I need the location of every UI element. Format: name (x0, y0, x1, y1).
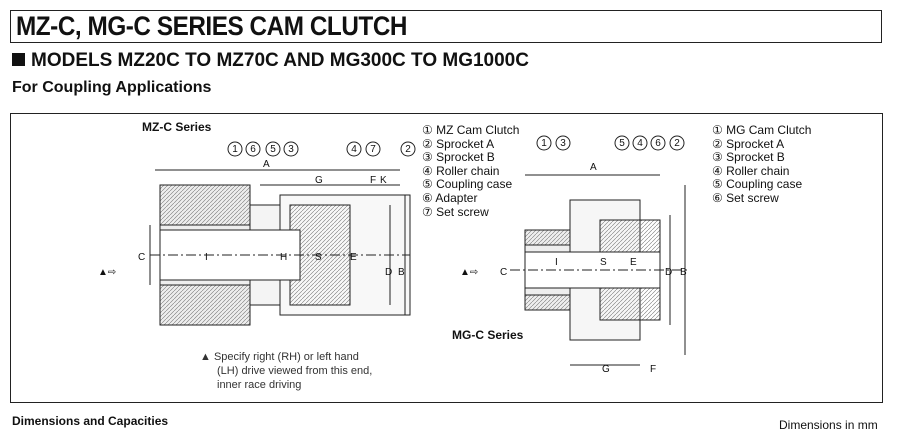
callout: 3 (560, 138, 566, 149)
callout: 2 (405, 144, 411, 155)
dim-label: I (555, 257, 558, 268)
legend-item: ④ Roller chain (712, 163, 790, 178)
dim-label: E (350, 252, 357, 263)
dim-label: B (398, 267, 405, 278)
drive-triangle-icon: ▲⇨ (98, 267, 116, 278)
dim-label: H (280, 252, 287, 263)
note-line: Specify right (RH) or left hand (213, 351, 359, 363)
dim-label: K (380, 175, 387, 186)
callout: 7 (370, 144, 376, 155)
legend-item: ⑤ Coupling case (712, 177, 803, 192)
dim-label: D (665, 267, 672, 278)
dim-label: D (385, 267, 392, 278)
legend-item: ⑥ Set screw (712, 190, 779, 205)
dim-label: S (600, 257, 607, 268)
units-note: Dimensions in mm (779, 418, 878, 432)
legend-item: ③ Sprocket B (712, 150, 785, 165)
mz-series-label: MZ-C Series (142, 120, 212, 134)
dim-label: G (602, 364, 610, 375)
legend-item: ⑤ Coupling case (422, 177, 513, 192)
callout: 5 (619, 138, 625, 149)
dim-label: C (138, 252, 145, 263)
legend-item: ② Sprocket A (712, 136, 785, 151)
mg-legend: ① MG Cam Clutch ② Sprocket A ③ Sprocket … (712, 123, 812, 206)
dim-label: I (205, 252, 208, 263)
callout: 4 (637, 138, 643, 149)
dim-label: E (630, 257, 637, 268)
dim-label: S (315, 252, 322, 263)
dim-label: F (370, 175, 376, 186)
application-heading: For Coupling Applications (12, 79, 212, 96)
drawing-frame (10, 113, 883, 403)
square-bullet-icon (12, 53, 25, 66)
mz-legend: ① MZ Cam Clutch ② Sprocket A ③ Sprocket … (422, 123, 520, 219)
mz-c-drawing: A G F K I H S E C D B ▲⇨ 1 6 5 3 4 7 2 (98, 141, 416, 326)
dimensions-heading: Dimensions and Capacities (12, 414, 169, 428)
dim-label: G (315, 175, 323, 186)
title-box (10, 10, 882, 43)
section-heading: MODELS MZ20C TO MZ70C AND MG300C TO MG10… (12, 50, 529, 72)
drive-note: ▲ Specify right (RH) or left hand (LH) d… (200, 350, 372, 392)
callout: 1 (541, 138, 547, 149)
legend-item: ① MG Cam Clutch (712, 123, 812, 137)
callout: 3 (288, 144, 294, 155)
legend-item: ⑦ Set screw (422, 204, 489, 219)
legend-item: ③ Sprocket B (422, 150, 495, 165)
callout: 2 (674, 138, 680, 149)
triangle-icon: ▲ (200, 351, 214, 363)
dim-label: C (500, 267, 507, 278)
dim-label: A (263, 159, 270, 170)
note-line: (LH) drive viewed from this end, (217, 365, 373, 377)
dim-label: B (680, 267, 687, 278)
legend-item: ⑥ Adapter (422, 190, 478, 205)
legend-item: ② Sprocket A (422, 136, 495, 151)
note-line: inner race driving (217, 379, 302, 391)
mg-series-label: MG-C Series (452, 328, 524, 342)
drive-triangle-icon: ▲⇨ (460, 267, 478, 278)
section-heading-text: MODELS MZ20C TO MZ70C AND MG300C TO MG10… (31, 50, 529, 71)
dim-label: A (590, 162, 597, 173)
callout: 6 (250, 144, 256, 155)
legend-item: ④ Roller chain (422, 163, 500, 178)
callout: 6 (655, 138, 661, 149)
callout: 4 (351, 144, 357, 155)
callout: 5 (270, 144, 276, 155)
mg-c-drawing: A C I S E D B G F ▲⇨ 1 3 5 4 6 2 (460, 135, 690, 375)
dim-label: F (650, 364, 656, 375)
legend-item: ① MZ Cam Clutch (422, 123, 520, 137)
callout: 1 (232, 144, 238, 155)
page-title: MZ-C, MG-C SERIES CAM CLUTCH (16, 11, 408, 41)
